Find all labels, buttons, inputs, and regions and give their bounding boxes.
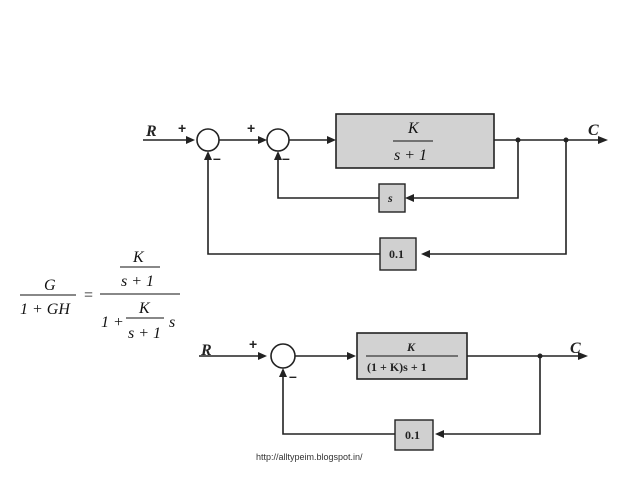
inner-feedback-arrow — [405, 194, 414, 202]
sum-feedback-arrow-2 — [279, 368, 287, 377]
inner-feedback-line-a — [410, 140, 519, 199]
eq-rhs-top-den: s + 1 — [121, 273, 154, 290]
eq-rhs-den-den: s + 1 — [128, 325, 161, 342]
eq-lhs-denominator: 1 + GH — [20, 301, 71, 318]
sum2-plus: + — [247, 120, 255, 136]
eq-equals: = — [84, 287, 93, 304]
summing-junction-1 — [196, 128, 220, 152]
input-r-label-2: R — [200, 342, 212, 359]
sum-plus-2: + — [249, 336, 257, 352]
summing-junction-3 — [270, 343, 296, 369]
sum2-minus: – — [282, 150, 290, 166]
diagram-2: R + – K (1 + K)s + 1 C 0.1 — [199, 332, 588, 451]
block-input-arrow-2 — [347, 352, 356, 360]
forward-block-2-numerator: K — [406, 340, 416, 354]
sum1-plus: + — [178, 120, 186, 136]
diagram-1: R + – + – K s + 1 C s — [143, 113, 608, 271]
sum2-arrow — [258, 136, 267, 144]
outer-feedback-arrow — [421, 250, 430, 258]
input-arrow — [186, 136, 195, 144]
inner-feedback-line-b — [277, 156, 379, 199]
feedback-line-2a — [440, 356, 541, 435]
sum1-minus: – — [213, 150, 221, 166]
inner-feedback-block — [378, 183, 406, 213]
eq-rhs-den-k: K — [138, 300, 151, 317]
sum-minus-2: – — [289, 368, 297, 384]
forward-block-2-denominator: (1 + K)s + 1 — [367, 360, 427, 374]
output-c-label-2: C — [570, 340, 581, 357]
outer-feedback-line-a — [426, 140, 567, 255]
output-arrow — [598, 136, 608, 144]
eq-rhs-den-one: 1 + — [101, 314, 124, 331]
input-arrow-2 — [258, 352, 267, 360]
feedback-block-2 — [394, 419, 434, 451]
feedback-label-2: 0.1 — [405, 428, 420, 442]
feedback-arrow-2 — [435, 430, 444, 438]
footer-url[interactable]: http://alltypeim.blogspot.in/ — [256, 452, 363, 462]
inner-feedback-label: s — [387, 191, 393, 205]
outer-feedback-label: 0.1 — [389, 247, 404, 261]
forward-block-denominator: s + 1 — [394, 147, 427, 164]
closed-loop-equation: G 1 + GH = K s + 1 1 + K s + 1 s — [20, 249, 180, 342]
eq-rhs-den-s: s — [169, 314, 175, 331]
sum1-feedback-arrow — [204, 151, 212, 160]
input-r-label: R — [145, 123, 157, 140]
output-c-label: C — [588, 122, 599, 139]
output-arrow-2 — [578, 352, 588, 360]
summing-junction-2 — [266, 128, 290, 152]
feedback-line-2b — [282, 373, 395, 435]
forward-block-numerator: K — [407, 120, 420, 137]
eq-lhs-numerator: G — [44, 277, 56, 294]
outer-feedback-line-b — [207, 156, 380, 255]
eq-rhs-top-k: K — [132, 249, 145, 266]
block-input-arrow — [327, 136, 336, 144]
sum2-feedback-arrow — [274, 151, 282, 160]
